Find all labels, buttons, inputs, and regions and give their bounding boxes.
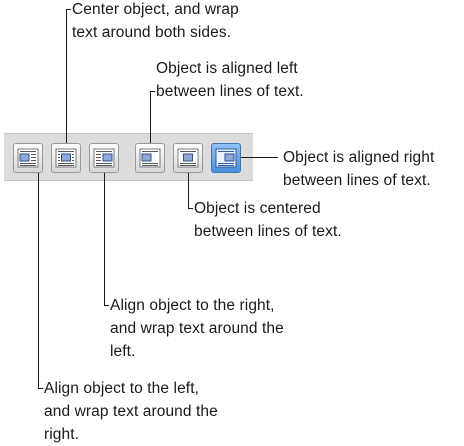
inline-object-left-icon (139, 148, 161, 168)
inline-left-button[interactable] (135, 143, 165, 173)
callout-inline-left: Object is aligned left between lines of … (156, 60, 304, 100)
leader-wrap-left-vertical (38, 173, 39, 389)
callout-wrap-left: Align object to the left, and wrap text … (44, 380, 218, 443)
wrap-object-left-icon (17, 148, 39, 168)
wrap-right-button[interactable] (89, 143, 119, 173)
leader-center-wrap-vertical (66, 9, 67, 143)
leader-inline-center-horizontal (188, 208, 193, 209)
inline-object-center-icon (177, 148, 199, 168)
leader-inline-left-vertical (150, 91, 151, 143)
wrap-left-button[interactable] (13, 143, 43, 173)
inline-right-button[interactable] (211, 143, 241, 173)
leader-wrap-left-horizontal (38, 388, 43, 389)
inline-center-button[interactable] (173, 143, 203, 173)
leader-inline-right-horizontal (241, 157, 278, 158)
leader-wrap-right-horizontal (104, 305, 109, 306)
wrap-object-center-icon (55, 148, 77, 168)
leader-wrap-right-vertical (104, 173, 105, 306)
wrap-center-button[interactable] (51, 143, 81, 173)
inline-object-right-icon (215, 148, 237, 168)
leader-center-wrap-horizontal (66, 9, 71, 10)
leader-inline-center-vertical (188, 173, 189, 209)
callout-center-wrap: Center object, and wrap text around both… (72, 1, 239, 41)
callout-wrap-right: Align object to the right, and wrap text… (110, 297, 284, 360)
callout-inline-center: Object is centered between lines of text… (194, 200, 342, 240)
object-wrap-toolbar (4, 133, 253, 181)
callout-inline-right: Object is aligned right between lines of… (283, 149, 435, 189)
wrap-object-right-icon (93, 148, 115, 168)
leader-inline-left-horizontal (150, 91, 155, 92)
